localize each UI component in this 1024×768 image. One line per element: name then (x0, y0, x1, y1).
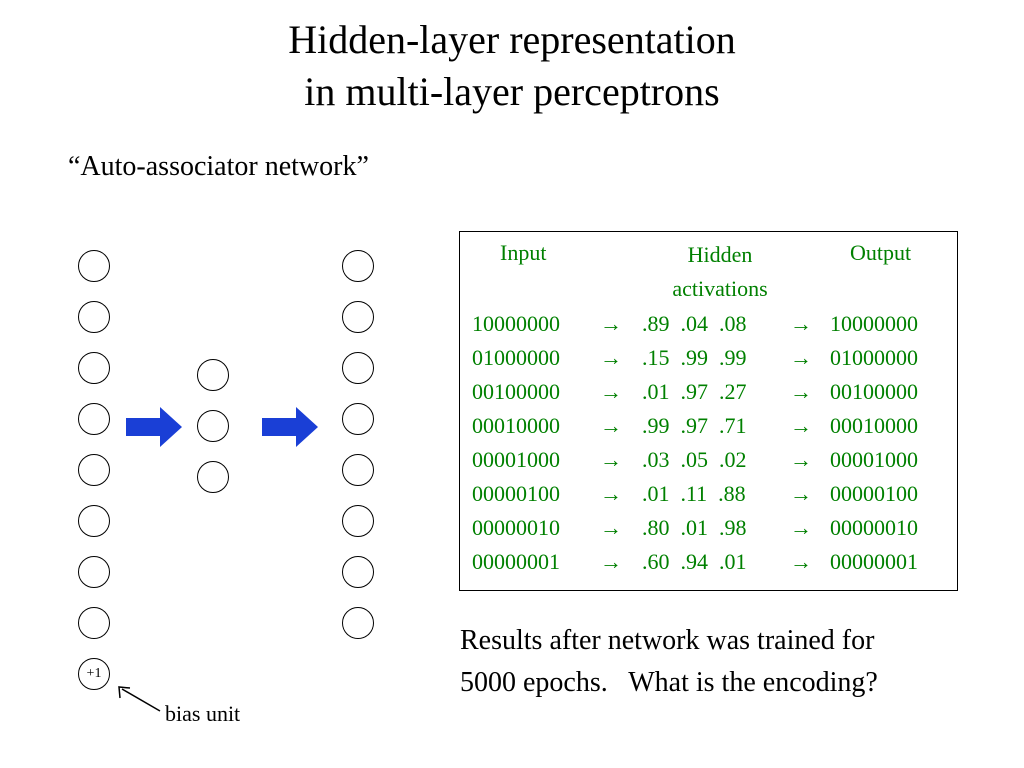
row-hidden: .60 .94 .01 (642, 549, 747, 574)
row-output: 10000000 (830, 311, 918, 336)
right-arrow-icon: → (790, 311, 812, 336)
output-unit (342, 250, 374, 282)
row-output: 00000100 (830, 481, 918, 506)
row-input: 00010000 (472, 413, 560, 438)
row-hidden: .01 .11 .88 (642, 481, 746, 506)
activations-table: Input Hidden activations Output 10000000… (459, 231, 958, 591)
row-hidden: .89 .04 .08 (642, 311, 747, 336)
results-text: Results after network was trained for 50… (460, 620, 1000, 704)
header-output: Output (850, 240, 912, 265)
row-hidden: .01 .97 .27 (642, 379, 747, 404)
slide-title: Hidden-layer representation in multi-lay… (0, 14, 1024, 118)
right-arrow-icon: → (790, 549, 812, 574)
input-unit (78, 352, 110, 384)
bias-unit-label: bias unit (165, 701, 241, 726)
hidden-to-output-arrow-icon (262, 407, 318, 447)
results-line-1: Results after network was trained for (460, 625, 875, 656)
row-output: 00001000 (830, 447, 918, 472)
output-unit (342, 352, 374, 384)
row-input: 10000000 (472, 311, 560, 336)
row-input: 00001000 (472, 447, 560, 472)
input-unit (78, 301, 110, 333)
row-output: 00000010 (830, 515, 918, 540)
output-unit (342, 505, 374, 537)
right-arrow-icon: → (600, 549, 622, 574)
header-hidden-line-2: activations (672, 276, 768, 301)
bias-pointer-arrow-icon (118, 686, 161, 712)
hidden-unit (197, 461, 229, 493)
row-hidden: .99 .97 .71 (642, 413, 747, 438)
network-subtitle: “Auto-associator network” (68, 151, 369, 182)
input-to-hidden-arrow-icon (126, 407, 182, 447)
output-unit (342, 454, 374, 486)
header-input: Input (500, 240, 547, 265)
right-arrow-icon: → (790, 413, 812, 438)
right-arrow-icon: → (600, 481, 622, 506)
bias-node: +1 (78, 658, 110, 690)
right-arrow-icon: → (790, 379, 812, 404)
right-arrow-icon: → (600, 311, 622, 336)
row-hidden: .80 .01 .98 (642, 515, 747, 540)
bias-node-label: +1 (86, 666, 102, 681)
row-input: 00100000 (472, 379, 560, 404)
row-input: 00000001 (472, 549, 560, 574)
row-hidden: .03 .05 .02 (642, 447, 747, 472)
output-unit (342, 301, 374, 333)
hidden-unit (197, 359, 229, 391)
right-arrow-icon: → (600, 379, 622, 404)
right-arrow-icon: → (790, 481, 812, 506)
row-hidden: .15 .99 .99 (642, 345, 747, 370)
input-unit (78, 454, 110, 486)
output-unit (342, 403, 374, 435)
results-line-2: 5000 epochs. What is the encoding? (460, 667, 878, 698)
header-hidden: Hidden activations (650, 238, 790, 306)
row-output: 00100000 (830, 379, 918, 404)
right-arrow-icon: → (600, 345, 622, 370)
right-arrow-icon: → (790, 515, 812, 540)
row-input: 00000010 (472, 515, 560, 540)
output-unit (342, 556, 374, 588)
title-line-2: in multi-layer perceptrons (304, 69, 720, 114)
row-output: 00010000 (830, 413, 918, 438)
input-unit (78, 403, 110, 435)
right-arrow-icon: → (600, 413, 622, 438)
input-unit (78, 250, 110, 282)
input-unit (78, 607, 110, 639)
hidden-unit (197, 410, 229, 442)
input-unit (78, 505, 110, 537)
header-hidden-line-1: Hidden (687, 242, 753, 267)
output-unit (342, 607, 374, 639)
row-input: 01000000 (472, 345, 560, 370)
right-arrow-icon: → (600, 447, 622, 472)
row-input: 00000100 (472, 481, 560, 506)
input-unit (78, 556, 110, 588)
right-arrow-icon: → (790, 345, 812, 370)
title-line-1: Hidden-layer representation (288, 17, 736, 62)
row-output: 00000001 (830, 549, 918, 574)
right-arrow-icon: → (790, 447, 812, 472)
right-arrow-icon: → (600, 515, 622, 540)
row-output: 01000000 (830, 345, 918, 370)
